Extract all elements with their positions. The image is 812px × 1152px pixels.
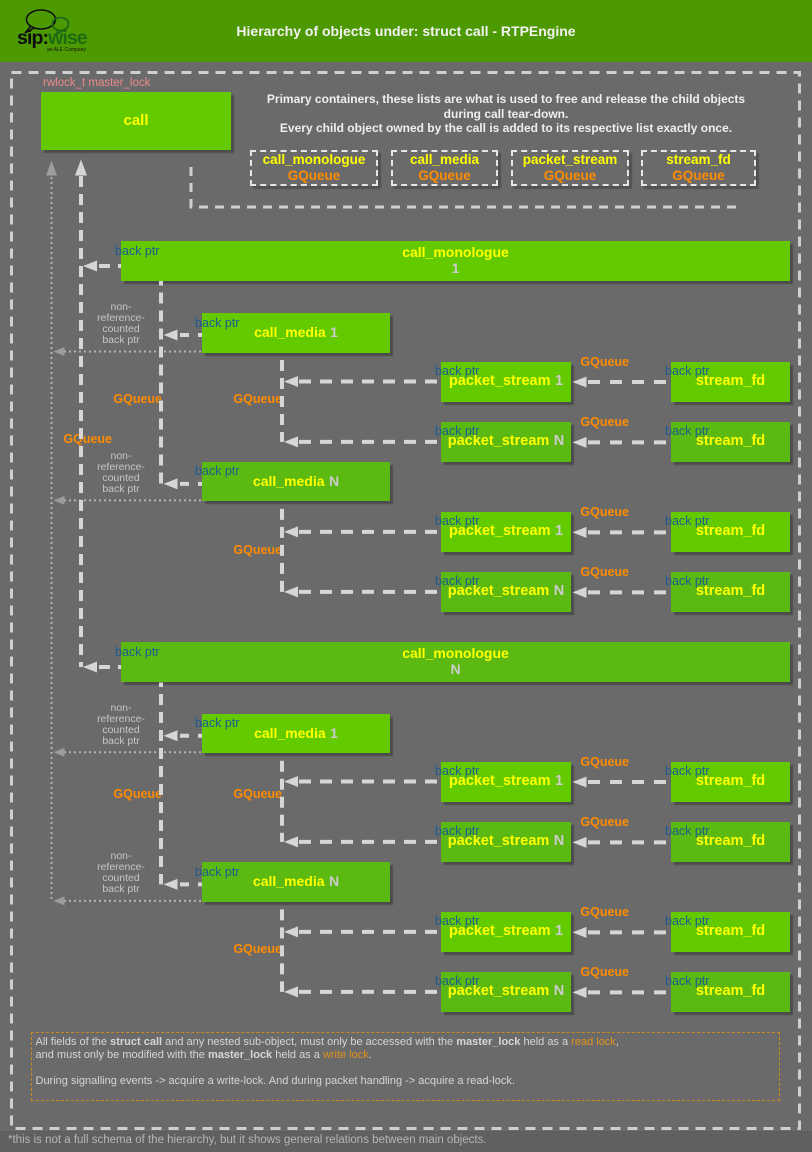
svg-text:sip:wise: sip:wise <box>17 27 88 49</box>
svg-text:an ALE Company: an ALE Company <box>47 47 86 53</box>
